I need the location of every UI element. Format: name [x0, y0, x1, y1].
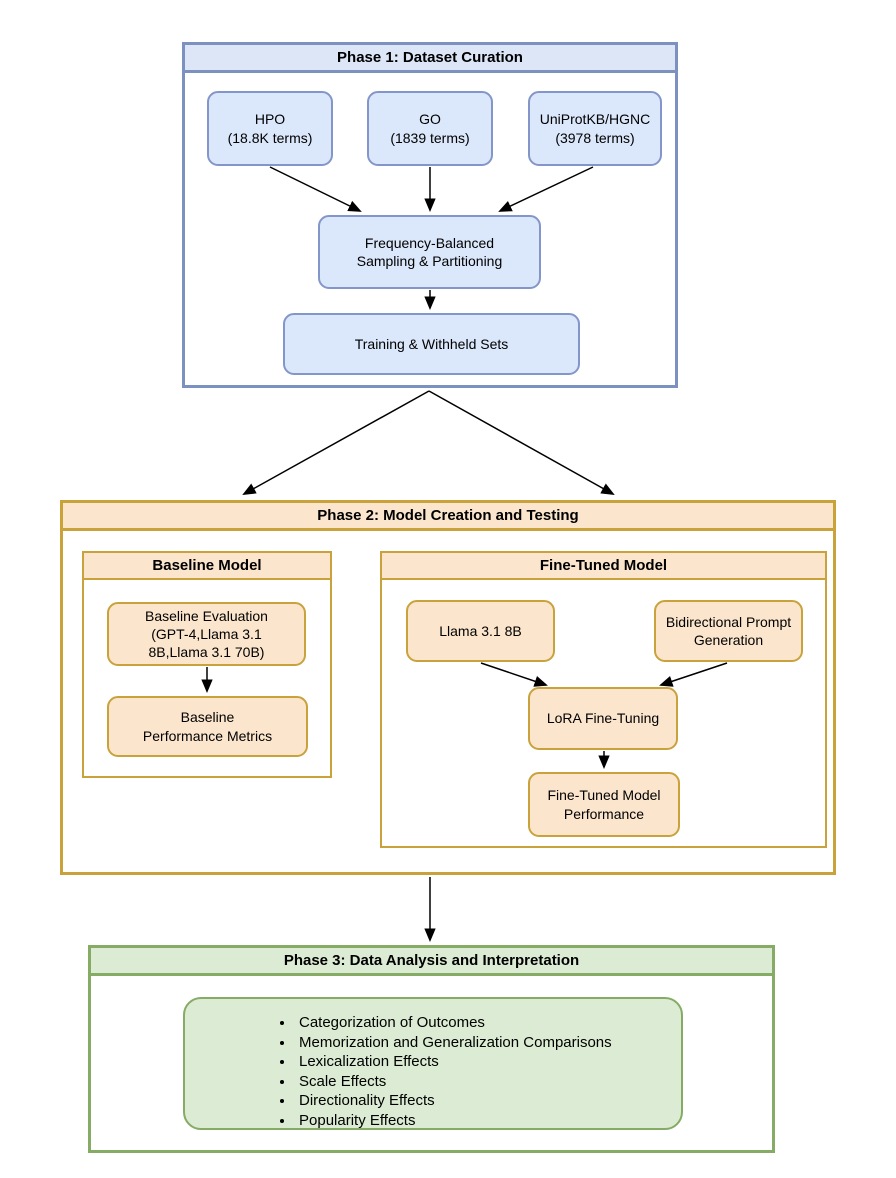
node-baseline-evaluation: Baseline Evaluation (GPT-4,Llama 3.1 8B,… — [107, 602, 306, 666]
node-lora-fine-tuning: LoRA Fine-Tuning — [528, 687, 678, 750]
analysis-bullet-item: Scale Effects — [295, 1072, 671, 1092]
fine-tuned-model-header: Fine-Tuned Model — [382, 553, 825, 580]
node-training-withheld-sets: Training & Withheld Sets — [283, 313, 580, 375]
node-go: GO (1839 terms) — [367, 91, 493, 166]
arrow-phase1-to-phase2-left — [242, 390, 430, 495]
node-frequency-balanced-sampling: Frequency-Balanced Sampling & Partitioni… — [318, 215, 541, 289]
analysis-bullet-item: Lexicalization Effects — [295, 1052, 671, 1072]
phase3-header: Phase 3: Data Analysis and Interpretatio… — [91, 948, 772, 976]
baseline-model-header: Baseline Model — [84, 553, 330, 580]
analysis-bullet-item: Directionality Effects — [295, 1091, 671, 1111]
analysis-bullet-list: Categorization of OutcomesMemorization a… — [185, 1013, 681, 1130]
analysis-bullet-item: Popularity Effects — [295, 1111, 671, 1131]
analysis-bullet-item: Memorization and Generalization Comparis… — [295, 1033, 671, 1053]
node-llama-31-8b: Llama 3.1 8B — [406, 600, 555, 662]
analysis-bullet-item: Categorization of Outcomes — [295, 1013, 671, 1033]
node-bidirectional-prompt-generation: Bidirectional Prompt Generation — [654, 600, 803, 662]
arrow-phase1-to-phase2-right — [428, 390, 615, 495]
node-fine-tuned-model-performance: Fine-Tuned Model Performance — [528, 772, 680, 837]
analysis-bullets-box: Categorization of OutcomesMemorization a… — [183, 997, 683, 1130]
node-baseline-performance-metrics: Baseline Performance Metrics — [107, 696, 308, 757]
node-hpo: HPO (18.8K terms) — [207, 91, 333, 166]
phase1-header: Phase 1: Dataset Curation — [185, 45, 675, 73]
node-uniprotkb-hgnc: UniProtKB/HGNC (3978 terms) — [528, 91, 662, 166]
phase2-header: Phase 2: Model Creation and Testing — [63, 503, 833, 531]
